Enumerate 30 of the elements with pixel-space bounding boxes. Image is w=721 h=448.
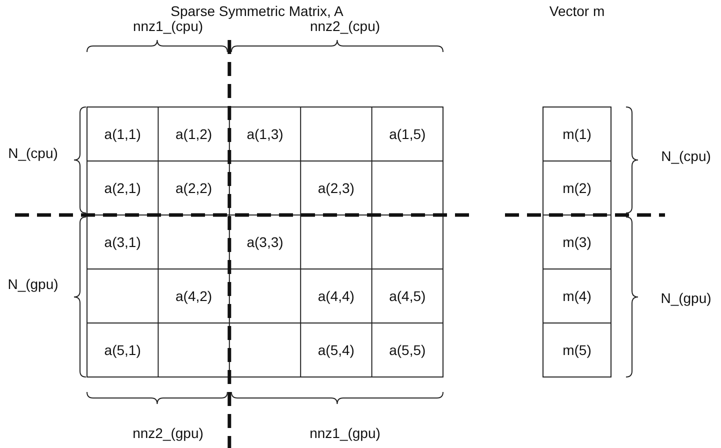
matrix-entry: a(4,2) [176,288,212,304]
matrix-entry: a(1,2) [176,126,212,142]
vector-entry: m(5) [562,342,592,358]
vector-title: Vector m [549,3,605,19]
vector-entry: m(2) [562,180,592,196]
matrix-entry: a(4,4) [318,288,354,304]
matrix-entry: a(3,1) [104,234,141,250]
matrix-entry: a(2,1) [104,180,141,196]
matrix-entry: a(5,1) [104,342,141,358]
matrix-entry: a(4,5) [389,288,426,304]
brace-label: N_(gpu) [660,290,712,306]
matrix-entry: a(5,4) [318,342,354,358]
matrix-entry: a(2,2) [176,180,212,196]
vector-entry: m(4) [562,288,592,304]
brace-label: nnz1_(gpu) [310,425,380,441]
matrix-entry: a(1,1) [104,126,141,142]
brace-label: N_(gpu) [8,276,58,292]
title: Sparse Symmetric Matrix, A [170,3,344,19]
matrix-entry: a(5,5) [389,342,426,358]
matrix-entry: a(2,3) [318,180,354,196]
matrix-entry: a(1,5) [389,126,426,142]
vector-entry: m(1) [562,126,592,142]
brace-label: nnz1_(cpu) [132,18,204,34]
brace-label: nnz2_(cpu) [310,18,380,34]
brace-label: N_(cpu) [8,145,58,161]
vector-entry: m(3) [562,234,592,250]
brace-label: N_(cpu) [661,148,711,164]
matrix-entry: a(3,3) [246,234,284,250]
brace-label: nnz2_(gpu) [132,425,204,441]
matrix-entry: a(1,3) [246,126,284,142]
